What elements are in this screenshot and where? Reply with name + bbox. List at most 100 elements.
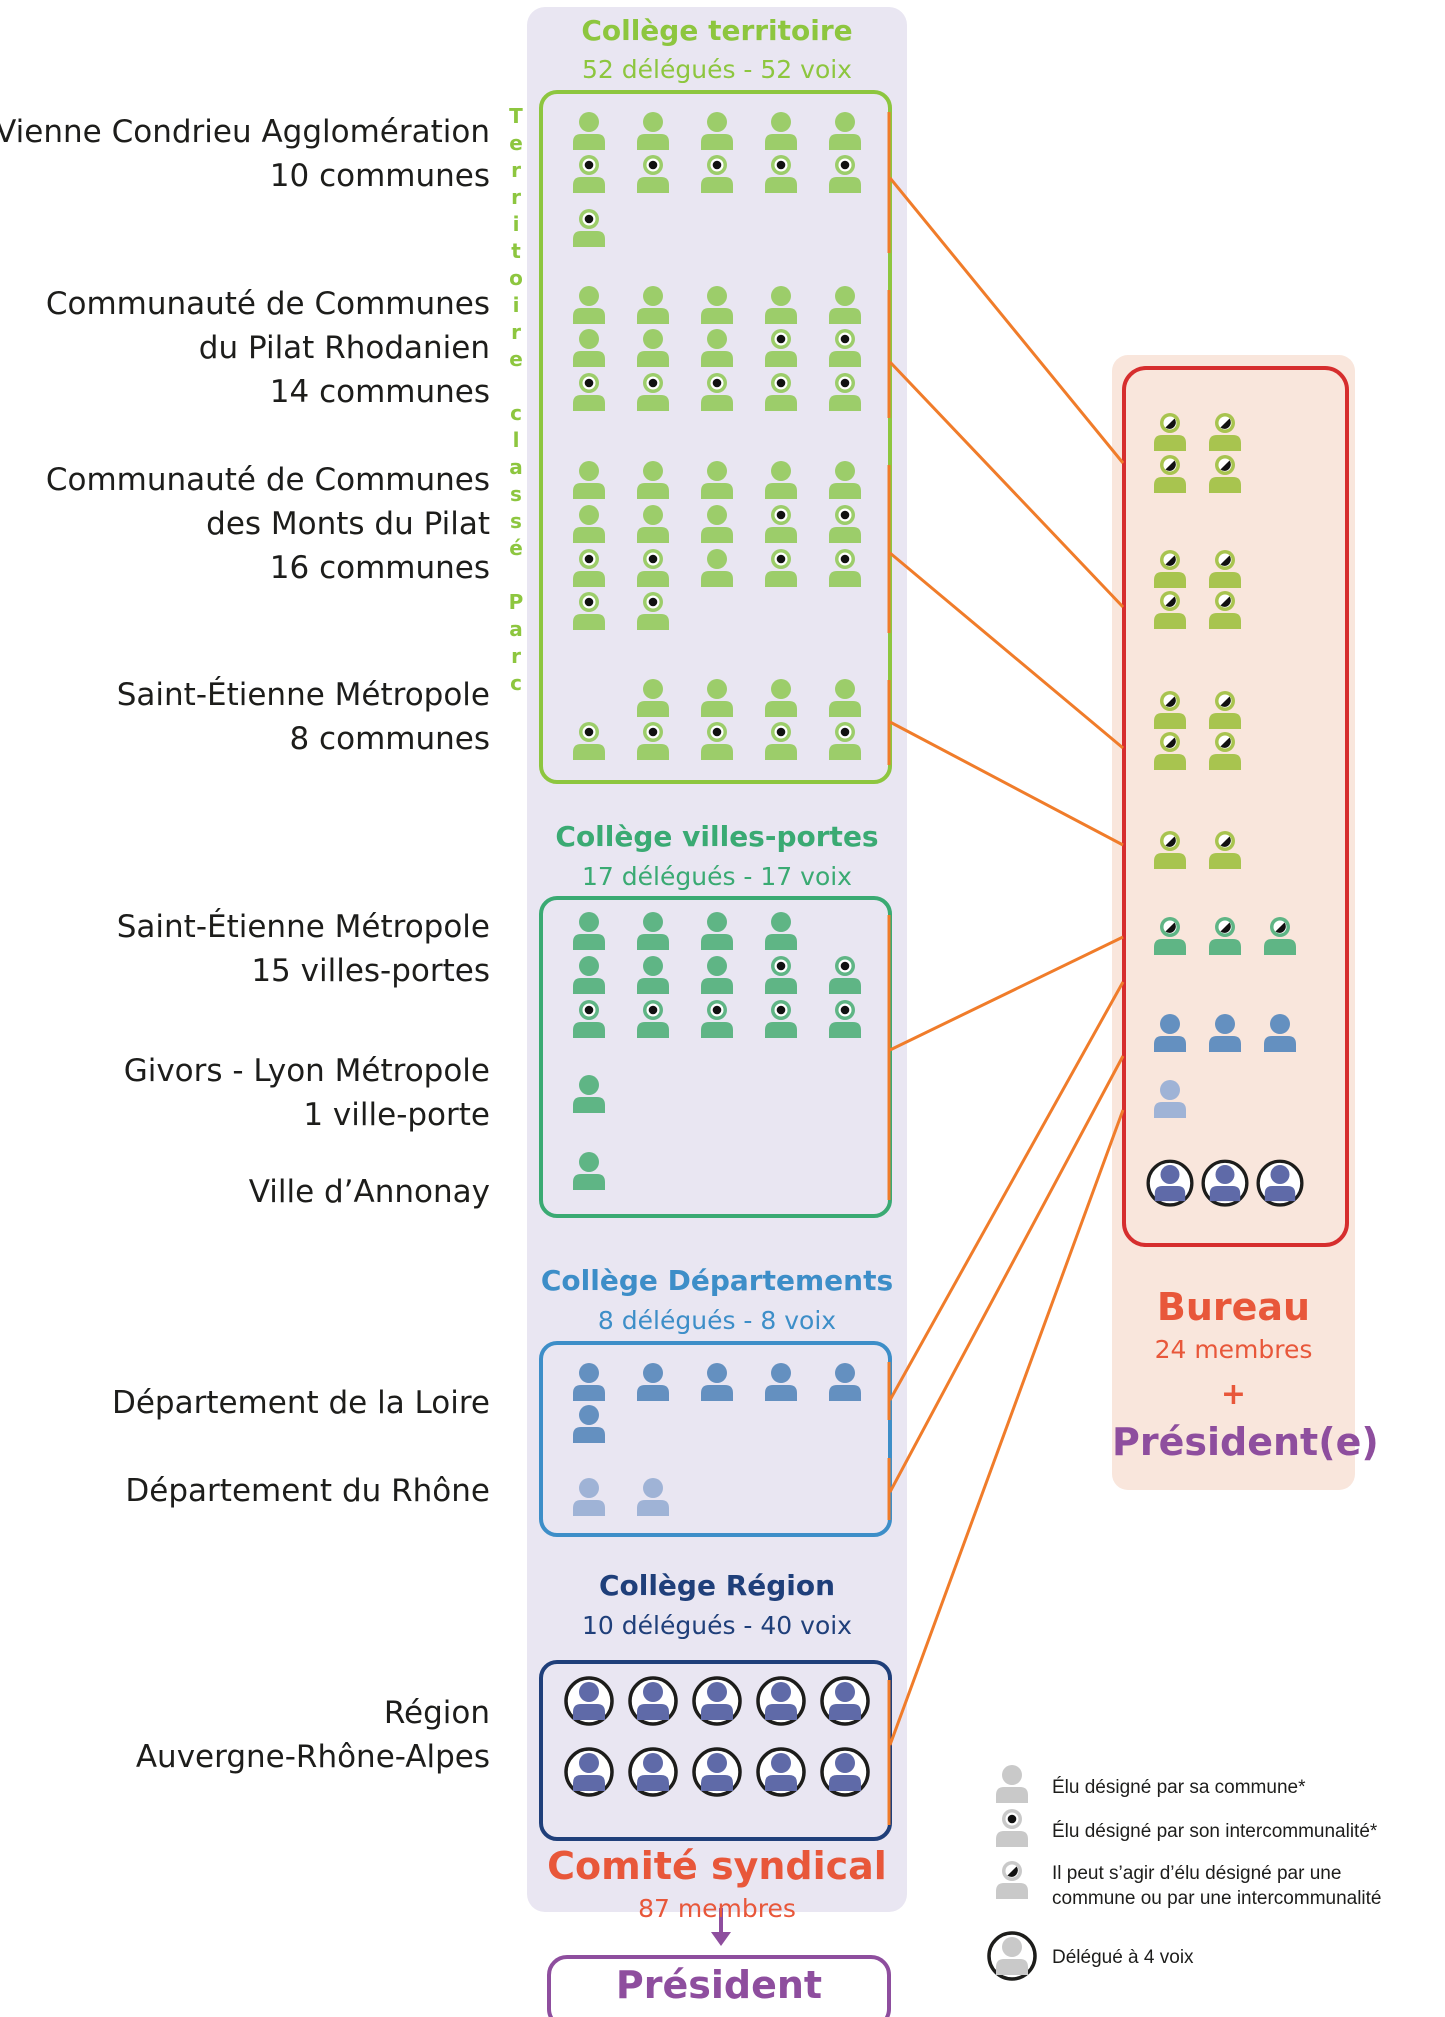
vertical-letter: P	[508, 590, 524, 614]
person-icon	[573, 209, 605, 247]
bureau-president: Président(e)	[1112, 1420, 1379, 1464]
vertical-letter: c	[510, 401, 522, 425]
person-icon	[573, 1405, 605, 1443]
person-icon	[829, 461, 861, 499]
person-icon	[1209, 591, 1241, 629]
person-icon	[1209, 691, 1241, 729]
person-icon	[573, 112, 605, 150]
person-circled-icon	[564, 1747, 614, 1797]
person-icon	[829, 956, 861, 994]
vertical-letter: r	[511, 320, 521, 344]
person-icon	[765, 155, 797, 193]
person-icon	[1154, 831, 1186, 869]
person-circled-icon	[628, 1747, 678, 1797]
person-icon	[701, 956, 733, 994]
person-icon	[637, 679, 669, 717]
vertical-letter: r	[511, 644, 521, 668]
person-black-dot-icon	[996, 1809, 1028, 1847]
label-loire: Département de la Loire	[111, 1385, 490, 1421]
person-icon	[573, 912, 605, 950]
person-icon	[829, 1363, 861, 1401]
person-icon	[637, 286, 669, 324]
bureau-plus: +	[1220, 1377, 1247, 1412]
vertical-letter: s	[510, 482, 522, 506]
person-icon	[573, 549, 605, 587]
person-icon	[701, 549, 733, 587]
label-saint-etienne-villes-portes: Saint-Étienne Métropole 15 villes-portes	[116, 909, 490, 989]
person-icon	[637, 1478, 669, 1516]
vertical-letter: c	[510, 671, 522, 695]
person-icon	[637, 1000, 669, 1038]
legend-interco: Élu désigné par son intercommunalité*	[1052, 1821, 1378, 1842]
person-icon	[573, 155, 605, 193]
label-saint-etienne: Saint-Étienne Métropole 8 communes	[116, 677, 490, 757]
vertical-letter: r	[511, 158, 521, 182]
person-circled-icon	[1256, 1159, 1304, 1207]
vertical-letter: i	[512, 293, 520, 317]
president-box	[547, 1955, 891, 2017]
person-icon	[637, 912, 669, 950]
person-icon	[1154, 732, 1186, 770]
label-annonay: Ville d’Annonay	[248, 1174, 490, 1210]
bureau-title: Bureau	[1156, 1285, 1311, 1329]
label-region: Région Auvergne-Rhône-Alpes	[135, 1695, 490, 1775]
person-icon	[701, 722, 733, 760]
person-icon	[1209, 831, 1241, 869]
vertical-letter: t	[511, 239, 521, 263]
person-icon	[637, 549, 669, 587]
person-icon	[701, 286, 733, 324]
person-icon	[701, 679, 733, 717]
vertical-letter: o	[509, 266, 523, 290]
person-circled-icon	[1146, 1159, 1194, 1207]
person-icon	[765, 722, 797, 760]
person-circled-icon	[628, 1676, 678, 1726]
person-icon	[1209, 413, 1241, 451]
person-icon	[701, 1000, 733, 1038]
person-icon	[637, 592, 669, 630]
person-icon	[573, 461, 605, 499]
label-monts-du-pilat: Communauté de Communes des Monts du Pila…	[45, 462, 490, 586]
person-half-dot-icon	[996, 1861, 1028, 1899]
person-icon	[1154, 691, 1186, 729]
person-icon	[829, 722, 861, 760]
person-icon	[637, 373, 669, 411]
person-icon	[765, 912, 797, 950]
college-departements-sub: 8 délégués - 8 voix	[597, 1306, 837, 1335]
person-icon	[829, 1000, 861, 1038]
vertical-letter: e	[509, 131, 523, 155]
label-vienne: Vienne Condrieu Agglomération 10 commune…	[0, 114, 490, 194]
college-departements-title: Collège Départements	[540, 1264, 894, 1297]
person-icon	[573, 1478, 605, 1516]
comite-sub: 87 membres	[638, 1894, 796, 1923]
label-rhone: Département du Rhône	[125, 1473, 490, 1509]
vertical-letter: l	[512, 428, 520, 452]
person-icon	[1154, 1014, 1186, 1052]
person-icon	[765, 112, 797, 150]
person-icon	[829, 505, 861, 543]
person-icon	[573, 1000, 605, 1038]
person-icon	[765, 329, 797, 367]
person-icon	[765, 679, 797, 717]
person-icon	[701, 329, 733, 367]
person-icon	[637, 722, 669, 760]
vertical-letter	[505, 562, 527, 589]
person-circled-icon	[820, 1747, 870, 1797]
person-icon	[701, 112, 733, 150]
person-icon	[1209, 917, 1241, 955]
person-circled-icon	[756, 1676, 806, 1726]
legend-voix4: Délégué à 4 voix	[1052, 1947, 1194, 1968]
college-territoire-sub: 52 délégués - 52 voix	[582, 55, 852, 84]
person-icon	[1209, 732, 1241, 770]
territoire-box	[539, 90, 892, 784]
connector-lines	[888, 177, 1125, 1746]
person-icon	[573, 1363, 605, 1401]
person-icon	[637, 329, 669, 367]
person-icon	[1154, 591, 1186, 629]
person-icon	[637, 956, 669, 994]
person-icon	[573, 1075, 605, 1113]
president-label: Président	[615, 1963, 823, 2007]
person-icon	[573, 373, 605, 411]
person-icon	[765, 1363, 797, 1401]
vertical-letter: a	[509, 617, 523, 641]
departements-box	[539, 1341, 892, 1537]
